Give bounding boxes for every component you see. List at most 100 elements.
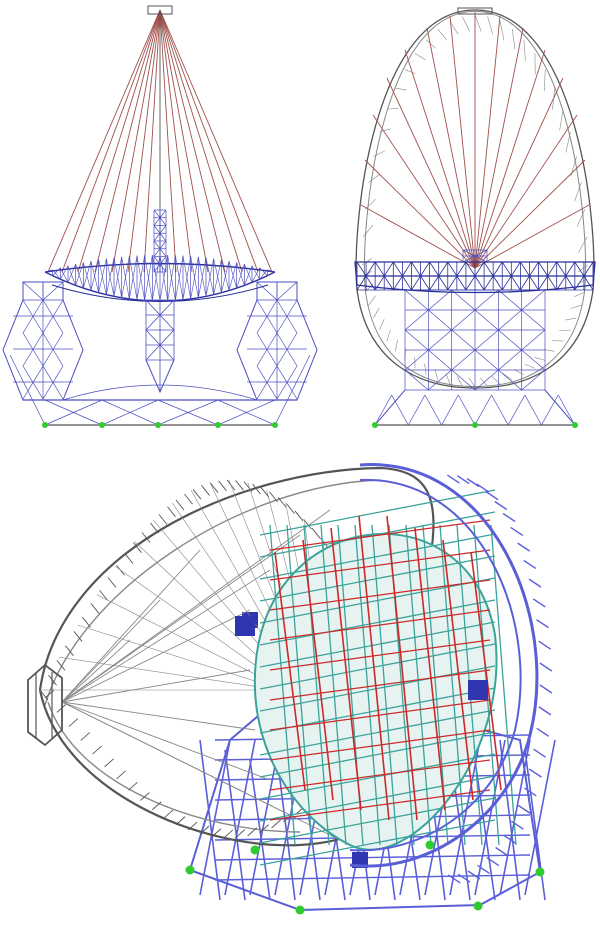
dish-member	[259, 775, 496, 822]
ring-lacing	[311, 527, 321, 539]
ring-lacing	[152, 801, 162, 811]
ring-lacing	[491, 376, 501, 385]
dish-member	[259, 599, 496, 646]
dish-brace	[182, 256, 191, 300]
dish-rim-truss	[235, 463, 553, 884]
feed-cabin	[27, 663, 63, 747]
suspension-cable	[61, 669, 251, 703]
ring-lacing	[124, 553, 134, 564]
member	[529, 275, 539, 291]
ring-lacing	[565, 131, 571, 153]
base-member	[499, 739, 531, 896]
member	[547, 275, 558, 291]
isometric-drawing	[27, 463, 556, 915]
suspension-cable	[111, 9, 161, 273]
suspension-cable	[61, 9, 161, 273]
base-brace	[557, 394, 576, 426]
ring-lacing	[578, 264, 588, 273]
ring-lacing	[514, 369, 525, 376]
base-brace	[217, 399, 276, 426]
dish-member	[259, 621, 496, 668]
ring-lacing	[223, 829, 234, 839]
ring-lacing	[269, 491, 278, 503]
dish-brace	[83, 262, 92, 291]
suspension-cable	[159, 9, 177, 273]
member	[159, 264, 167, 273]
ring-lacing	[107, 577, 117, 588]
ring-lacing	[286, 503, 295, 514]
member	[159, 240, 167, 249]
dish-brace	[90, 259, 99, 291]
suspension-cable	[474, 49, 546, 269]
ring-lacing	[474, 14, 482, 32]
suspension-cable	[61, 534, 301, 703]
dish-brace	[67, 264, 76, 283]
elevation-bearing	[235, 616, 255, 636]
suspension-cable	[61, 639, 131, 703]
ring-top-chord-inner	[44, 479, 381, 706]
support-node-marker	[99, 422, 105, 428]
dish-brace	[159, 255, 168, 302]
ring-lacing	[543, 69, 546, 92]
member	[22, 281, 44, 301]
member	[153, 233, 161, 242]
member	[498, 369, 522, 391]
member	[451, 289, 476, 311]
support-node-marker	[535, 867, 545, 877]
ring-lacing	[163, 809, 174, 819]
suspension-cable	[61, 609, 251, 703]
ring-lacing	[434, 369, 439, 381]
ring-lacing	[543, 349, 555, 352]
member	[447, 275, 458, 291]
member	[404, 289, 429, 311]
tower-brace	[42, 299, 64, 334]
rim-lacing	[467, 870, 481, 880]
feed-cabin	[457, 7, 493, 15]
rim-lacing	[517, 542, 531, 552]
feed-mast	[145, 5, 175, 394]
ring-lacing	[373, 307, 380, 319]
member	[529, 261, 539, 277]
tower-brace	[256, 365, 278, 400]
member	[556, 275, 567, 291]
member	[447, 261, 458, 277]
ring-lacing	[445, 373, 451, 385]
suspension-cable	[61, 701, 271, 781]
ring-lacing	[184, 493, 193, 505]
ring-lacing	[260, 487, 270, 498]
member	[462, 249, 476, 257]
suspension-cable	[426, 27, 476, 269]
member	[583, 275, 594, 291]
member	[474, 275, 485, 291]
suspension-cable	[61, 569, 271, 703]
tower-brace	[276, 332, 298, 367]
feed-cabin-outline	[27, 663, 63, 747]
rim-lacing	[486, 856, 500, 867]
base-brace	[424, 394, 442, 426]
member	[153, 240, 161, 249]
suspension-cable	[474, 159, 586, 269]
dish-brace	[144, 255, 153, 301]
suspension-cable	[159, 9, 226, 273]
member	[429, 261, 440, 277]
member	[474, 309, 499, 331]
dish-brace	[44, 269, 53, 273]
member	[159, 299, 175, 316]
dish-rib	[269, 579, 491, 611]
ring-lacing	[386, 329, 391, 342]
side-elevation-drawing	[354, 7, 596, 428]
ring-lacing	[379, 319, 385, 331]
rim-lacing	[466, 478, 480, 488]
support-frame	[2, 281, 318, 426]
dish-brace	[213, 258, 222, 293]
member	[159, 209, 167, 218]
support-node-marker	[155, 422, 161, 428]
rim-lacing	[457, 873, 471, 883]
reflector-dish	[354, 261, 596, 294]
dish-brace	[175, 255, 184, 301]
ring-lacing	[211, 828, 222, 838]
ring-lacing	[243, 481, 253, 492]
dish-rib	[269, 789, 491, 821]
dish-rib	[386, 515, 418, 821]
suspension-cable	[474, 204, 590, 269]
